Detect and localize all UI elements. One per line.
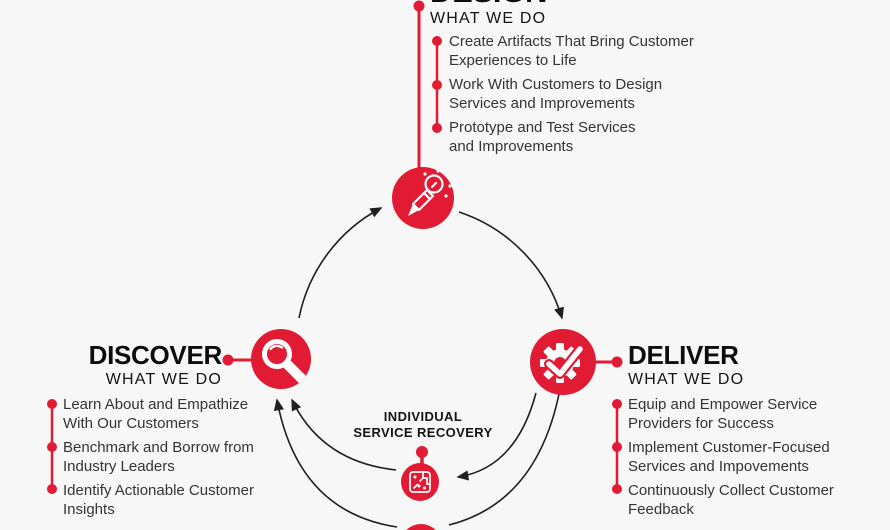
bullet-text: With Our Customers [63,415,199,432]
design-bullet-rail [432,36,442,133]
bullet-text: Services and Impovements [628,458,809,475]
list-item: Benchmark and Borrow from Industry Leade… [63,438,278,476]
bullet-text: Feedback [628,501,694,518]
arrow-recovery-to-discover [291,398,397,471]
deliver-badge [530,329,596,395]
recovery-label-line1: INDIVIDUAL [383,409,463,424]
arrow-bottom-to-discover [273,398,398,528]
bullet-text: Learn About and Empathize [63,396,249,413]
bullet-text: Benchmark and Borrow from [63,439,254,456]
list-item: Continuously Collect Customer Feedback [628,481,863,519]
arrow-deliver-to-bottom [448,393,560,526]
recovery-label-line2: SERVICE RECOVERY [353,425,493,440]
deliver-section-header: DELIVER WHAT WE DO [628,340,745,389]
arrow-discover-to-design [298,207,383,319]
list-item: Work With Customers to Design Services a… [449,75,719,113]
discover-bullet-list: Learn About and Empathize With Our Custo… [63,395,278,524]
pencil-idea-icon [408,169,452,216]
magnifier-icon [262,339,311,388]
bullet-text: Services and Improvements [449,95,635,112]
arrow-design-to-deliver [458,211,564,320]
list-item: Implement Customer-Focused Services and … [628,438,863,476]
bullet-text: Identify Actionable Customer [63,482,254,499]
discover-subtitle: WHAT WE DO [105,371,222,389]
recovery-label: INDIVIDUAL SERVICE RECOVERY [313,409,533,441]
list-item: Prototype and Test Services and Improvem… [449,118,719,156]
design-section-header: DESIGN WHAT WE DO [430,0,547,28]
bullet-text: Implement Customer-Focused [628,439,830,456]
gear-check-icon [540,343,585,383]
bullet-text: Continuously Collect Customer [628,482,834,499]
list-item: Identify Actionable Customer Insights [63,481,278,519]
bullet-text: and Improvements [449,138,574,155]
bullet-text: Insights [63,501,115,518]
bullet-text: Equip and Empower Service [628,396,818,413]
design-connector-line [413,0,425,170]
bullet-text: Prototype and Test Services [449,119,636,136]
design-title: DESIGN [430,0,547,8]
list-item: Create Artifacts That Bring Customer Exp… [449,32,719,70]
journey-map-icon [409,471,431,493]
design-bullet-list: Create Artifacts That Bring Customer Exp… [449,32,719,161]
bullet-text: Industry Leaders [63,458,175,475]
deliver-bullet-rail [612,399,622,494]
list-item: Equip and Empower Service Providers for … [628,395,863,433]
bullet-text: Providers for Success [628,415,774,432]
bullet-text: Create Artifacts That Bring Customer [449,33,694,50]
bottom-phase-badge [400,524,442,530]
design-badge [392,167,454,229]
discover-title: DISCOVER [88,340,223,370]
discover-section-header: DISCOVER WHAT WE DO [88,340,223,389]
recovery-badge [401,463,439,501]
design-subtitle: WHAT WE DO [430,10,547,28]
bullet-text: Work With Customers to Design [449,76,663,93]
discover-bullet-rail [47,399,57,494]
list-item: Learn About and Empathize With Our Custo… [63,395,278,433]
deliver-subtitle: WHAT WE DO [628,371,745,389]
deliver-connector-line [594,356,623,368]
arrow-deliver-to-recovery [456,392,537,481]
deliver-bullet-list: Equip and Empower Service Providers for … [628,395,863,524]
bullet-text: Experiences to Life [449,52,577,69]
deliver-title: DELIVER [628,340,739,370]
discover-badge [251,329,311,389]
